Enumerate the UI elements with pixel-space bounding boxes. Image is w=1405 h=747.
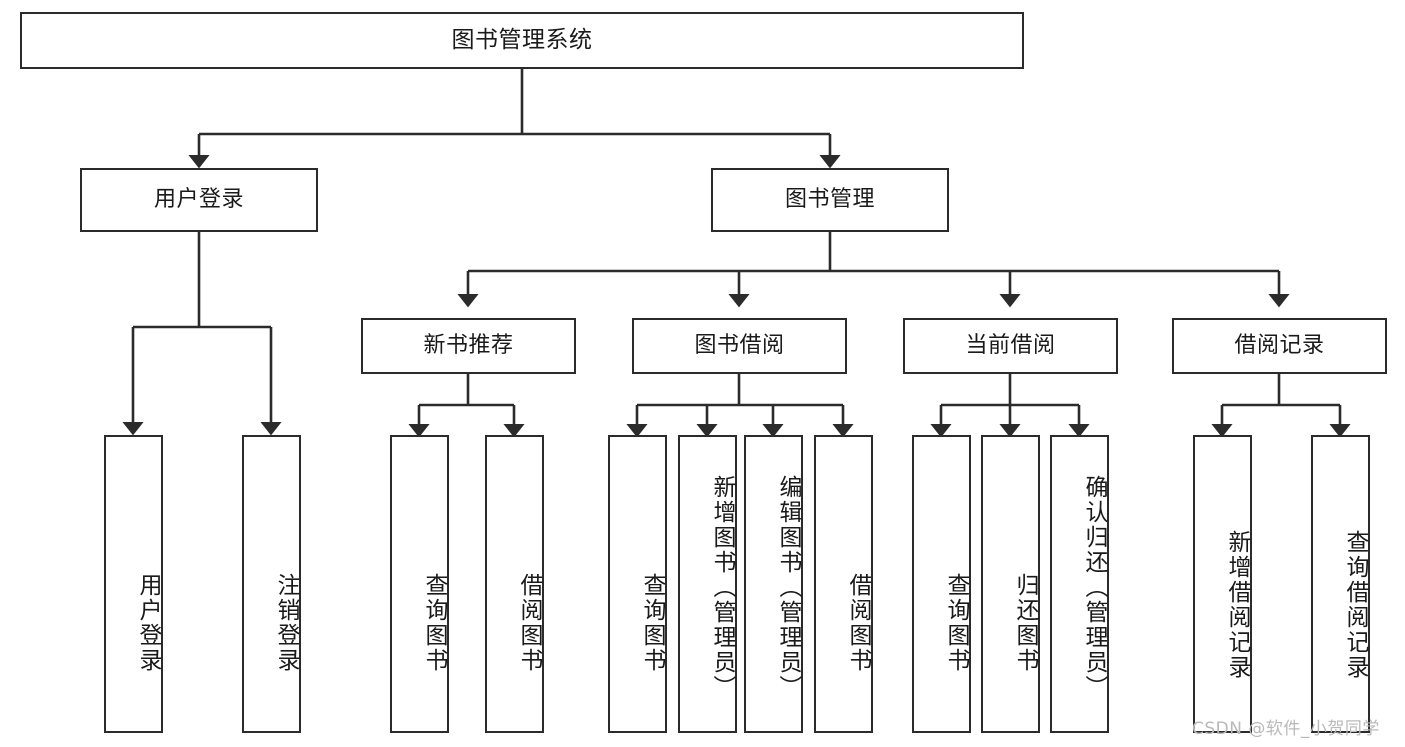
node-book-borrow[interactable]: 图书借阅	[632, 318, 847, 374]
node-user-login[interactable]: 用户登录	[80, 168, 318, 232]
leaf-borrow-add-book[interactable]: 新增图书（管理员）	[678, 435, 737, 733]
node-borrow-records[interactable]: 借阅记录	[1172, 318, 1387, 374]
leaf-current-query-book[interactable]: 查询图书	[912, 435, 971, 733]
node-book-management[interactable]: 图书管理	[711, 168, 949, 232]
leaf-borrow-query-book[interactable]: 查询图书	[608, 435, 667, 733]
leaf-current-return-book[interactable]: 归还图书	[981, 435, 1040, 733]
leaf-user-login-signout[interactable]: 注销登录	[242, 435, 301, 733]
csdn-watermark: CSDN @软件_小贺同学	[1192, 719, 1380, 739]
leaf-new-book-borrow[interactable]: 借阅图书	[485, 435, 544, 733]
node-current-borrow[interactable]: 当前借阅	[903, 318, 1118, 374]
leaf-user-login-signin[interactable]: 用户登录	[104, 435, 163, 733]
node-new-book-recommend[interactable]: 新书推荐	[361, 318, 576, 374]
leaf-borrow-borrow-book[interactable]: 借阅图书	[814, 435, 873, 733]
node-root[interactable]: 图书管理系统	[20, 12, 1024, 69]
leaf-records-query-record[interactable]: 查询借阅记录	[1311, 435, 1370, 733]
leaf-current-confirm-return[interactable]: 确认归还（管理员）	[1050, 435, 1109, 733]
leaf-records-add-record[interactable]: 新增借阅记录	[1193, 435, 1252, 733]
leaf-borrow-edit-book[interactable]: 编辑图书（管理员）	[744, 435, 803, 733]
leaf-new-book-query[interactable]: 查询图书	[390, 435, 449, 733]
